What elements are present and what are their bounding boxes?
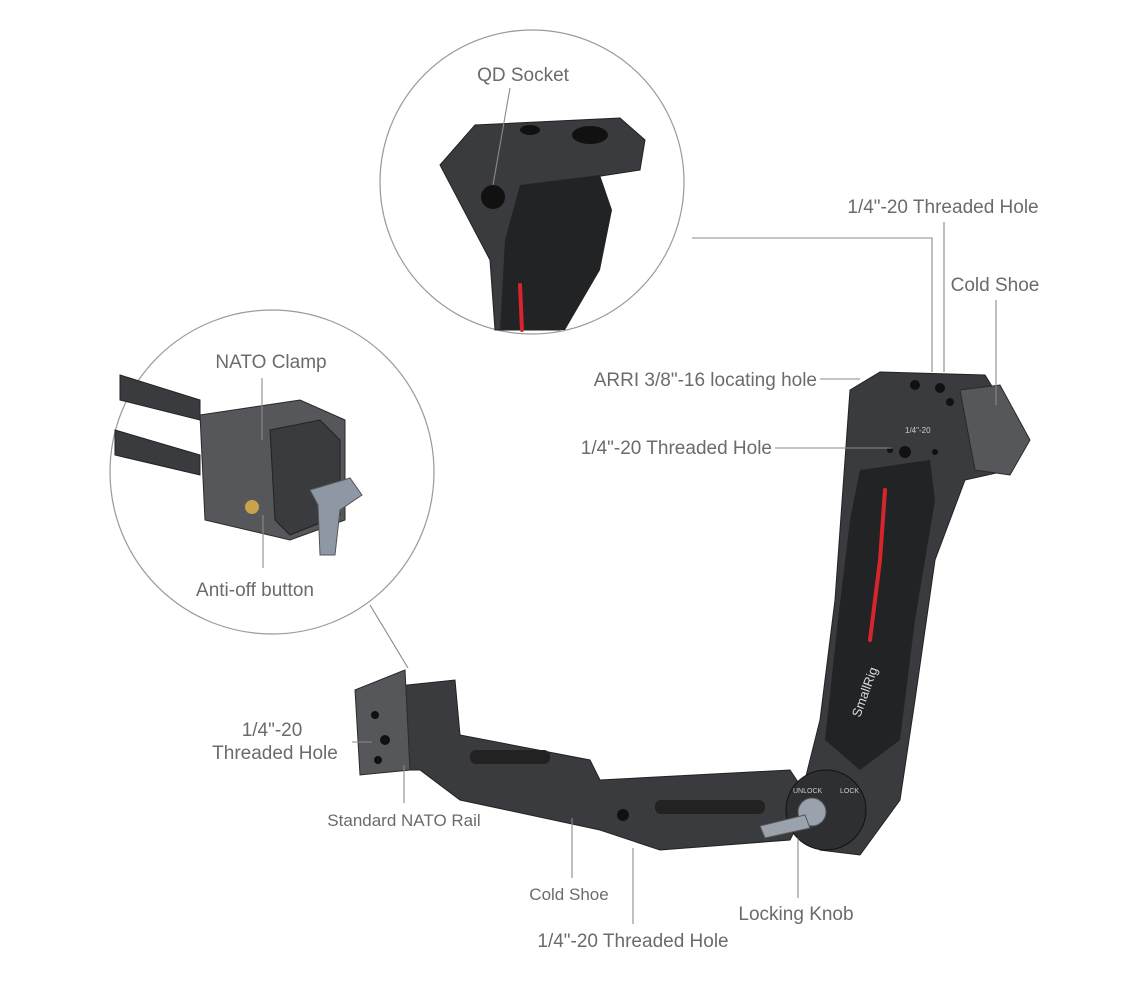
leader-lines (261, 87, 997, 924)
label-arri-hole: ARRI 3/8"-16 locating hole (594, 370, 817, 391)
qd-socket-detail (379, 29, 685, 335)
label-standard-nato-rail: Standard NATO Rail (327, 811, 480, 830)
grip-hole-marking: 1/4"-20 (905, 426, 931, 435)
label-bottom-threaded-hole: 1/4"-20 Threaded Hole (537, 931, 728, 952)
nato-clamp-detail (109, 309, 435, 635)
label-nato-clamp: NATO Clamp (215, 352, 326, 373)
label-anti-off-button: Anti-off button (196, 580, 314, 601)
handle-product: 1/4"-20 SmallRig UNLOCK LOCK (354, 371, 1031, 856)
label-bottom-cold-shoe: Cold Shoe (529, 885, 608, 904)
label-locking-knob: Locking Knob (738, 904, 853, 925)
label-top-cold-shoe: Cold Shoe (951, 275, 1040, 296)
unlock-marking: UNLOCK (793, 788, 823, 795)
label-top-threaded-hole: 1/4"-20 Threaded Hole (847, 197, 1038, 218)
lock-marking: LOCK (840, 788, 859, 795)
label-left-threaded-hole-2: Threaded Hole (212, 743, 338, 764)
label-qd-socket: QD Socket (477, 65, 570, 86)
label-left-threaded-hole-1: 1/4"-20 (242, 720, 303, 741)
label-grip-threaded-hole: 1/4"-20 Threaded Hole (581, 438, 772, 459)
